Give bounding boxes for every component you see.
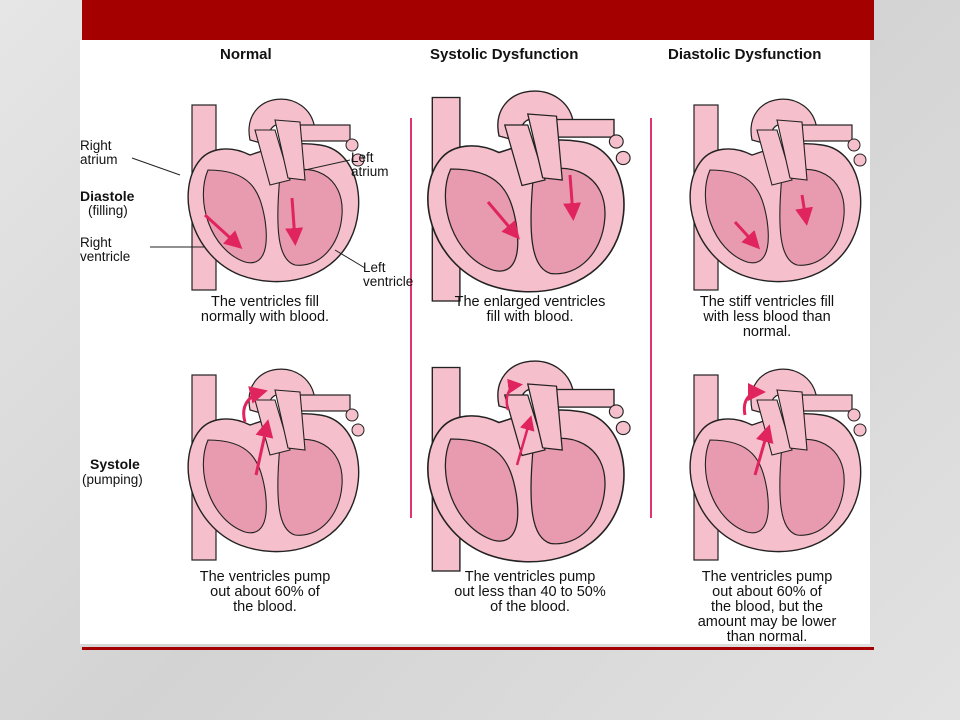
heart-diastolic-diastole (689, 98, 867, 291)
caption-normal-systole: The ventricles pump out about 60% of the… (199, 569, 331, 615)
heart-systolic-systole (427, 360, 631, 572)
label-diastole: Diastole (80, 188, 135, 204)
label-right-atrium: Right atrium (80, 138, 118, 167)
caption-diastolic-systole: The ventricles pump out about 60% of the… (697, 569, 837, 645)
column-title-systolic: Systolic Dysfunction (430, 46, 579, 63)
heart-illustrations (131, 90, 867, 572)
label-systole: Systole (90, 456, 140, 472)
label-diastole-sub: (filling) (88, 203, 128, 218)
column-title-normal: Normal (220, 46, 272, 63)
heart-normal-diastole (187, 98, 365, 291)
column-divider-2 (650, 118, 652, 518)
column-title-diastolic: Diastolic Dysfunction (668, 46, 822, 63)
label-systole-sub: (pumping) (82, 472, 143, 487)
title-bar (82, 0, 874, 40)
label-right-ventricle: Right ventricle (80, 235, 131, 264)
bottom-rule (82, 647, 874, 650)
caption-systolic-diastole: The enlarged ventricles fill with blood. (454, 294, 606, 325)
caption-diastolic-diastole: The stiff ventricles fill with less bloo… (699, 294, 835, 340)
heart-diastolic-systole (689, 368, 867, 561)
caption-systolic-systole: The ventricles pump out less than 40 to … (454, 569, 606, 615)
column-divider-1 (410, 118, 412, 518)
label-leader-lines (131, 157, 366, 269)
heart-systolic-diastole (427, 90, 631, 302)
label-left-ventricle: Left ventricle (363, 260, 414, 289)
label-left-atrium: Left atrium (351, 150, 389, 179)
caption-normal-diastole: The ventricles fill normally with blood. (200, 294, 330, 325)
heart-normal-systole (187, 368, 365, 561)
heart-dysfunction-figure: Normal Systolic Dysfunction Diastolic Dy… (80, 40, 870, 645)
